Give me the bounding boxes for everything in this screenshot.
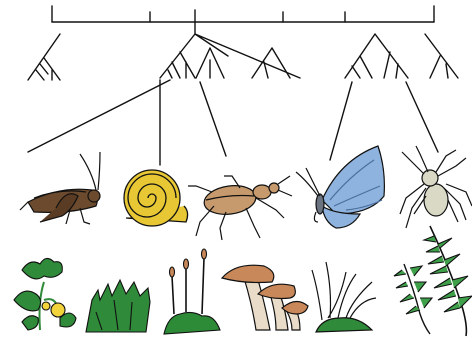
- clade-center: [160, 34, 300, 78]
- cactus-icon: [86, 280, 150, 332]
- clade-left: [28, 34, 60, 80]
- tree-root: [52, 6, 434, 34]
- moss-icon: [164, 249, 220, 334]
- spider-icon: [400, 146, 472, 228]
- beetle-icon: [188, 176, 292, 240]
- grasshopper-icon: [20, 152, 100, 224]
- fern-icon: [394, 226, 472, 336]
- grass-icon: [312, 262, 376, 332]
- butterfly-icon: [296, 146, 384, 228]
- clade-right: [345, 34, 458, 78]
- flower-icon: [14, 258, 76, 330]
- snail-icon: [124, 170, 188, 226]
- mushroom-icon: [222, 265, 308, 330]
